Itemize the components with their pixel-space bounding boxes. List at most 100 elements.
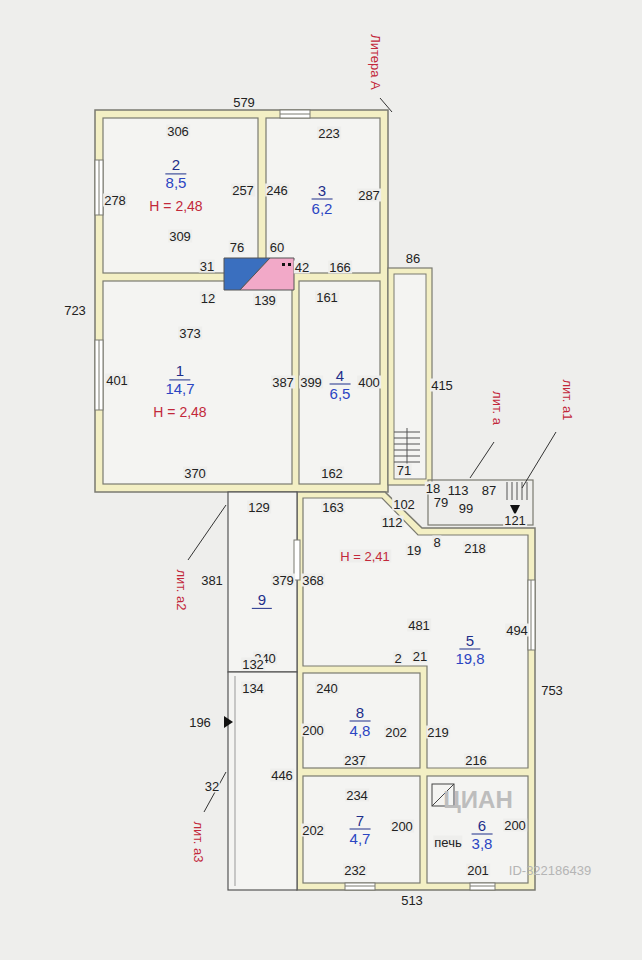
dimension-label: 202 xyxy=(301,824,325,837)
dimension-label: 240 xyxy=(315,682,339,695)
dimension-label: 8 xyxy=(432,536,441,549)
dimension-label: 415 xyxy=(430,379,454,392)
dimension-label: 86 xyxy=(405,252,421,265)
room-label: 36,2 xyxy=(312,182,333,219)
dimension-label: 399 xyxy=(299,376,323,389)
dimension-label: 18 xyxy=(425,482,441,495)
dimension-label: 132 xyxy=(241,658,265,671)
room-number: 4 xyxy=(330,367,350,385)
room-number: 6 xyxy=(472,817,492,835)
dimension-label: 287 xyxy=(357,189,381,202)
dimension-label: 21 xyxy=(412,650,428,663)
room-label: 114,7Н = 2,48 xyxy=(153,362,206,421)
dimension-label: 113 xyxy=(447,484,470,497)
dimension-label: 31 xyxy=(199,260,215,273)
dimension-label: 71 xyxy=(396,464,412,477)
dimension-label: 368 xyxy=(301,574,325,587)
room-area: 14,7 xyxy=(165,381,194,400)
litera-label: Литера А xyxy=(369,33,382,91)
dimension-label: 129 xyxy=(247,501,271,514)
ceiling-height: Н = 2,48 xyxy=(149,197,202,215)
dimension-label: 246 xyxy=(265,184,289,197)
dimension-label: 102 xyxy=(392,498,416,511)
dimension-label: 218 xyxy=(463,542,487,555)
dimension-label: 112 xyxy=(381,516,404,529)
dimension-label: 401 xyxy=(105,374,129,387)
dimension-label: 234 xyxy=(345,789,369,802)
dimension-label: 513 xyxy=(400,894,424,907)
room-number: 2 xyxy=(166,156,186,174)
room-area: 6,2 xyxy=(312,200,333,219)
dimension-label: 223 xyxy=(317,127,341,140)
dimension-label: 278 xyxy=(103,194,127,207)
room-number: 3 xyxy=(312,182,332,200)
dimension-label: 201 xyxy=(466,864,490,877)
room-number: 1 xyxy=(170,362,190,380)
room-number: 7 xyxy=(350,812,370,830)
dimension-label: 2 xyxy=(393,652,402,665)
litera-label: лит. а3 xyxy=(192,820,205,863)
dimension-label: 87 xyxy=(481,484,497,497)
dimension-label: 32 xyxy=(204,780,220,793)
dimension-label: 306 xyxy=(166,125,190,138)
height-label: Н = 2,41 xyxy=(339,550,391,563)
dimension-label: 166 xyxy=(328,261,352,274)
dimension-label: 232 xyxy=(343,864,367,877)
dimension-label: 723 xyxy=(63,304,87,317)
room-label: 46,5 xyxy=(330,367,351,404)
room-number: 5 xyxy=(460,632,480,650)
dimension-label: 196 xyxy=(188,716,212,729)
room-label: 74,7 xyxy=(350,812,371,849)
dimension-label: 19 xyxy=(406,544,422,557)
dimension-label: 161 xyxy=(315,291,339,304)
dimension-label: печь xyxy=(433,836,462,849)
dimension-label: 202 xyxy=(384,726,408,739)
dimension-label: 400 xyxy=(357,376,381,389)
dimension-label: 387 xyxy=(271,376,295,389)
dimension-label: 494 xyxy=(505,624,529,637)
dimension-label: 446 xyxy=(270,769,294,782)
dimension-label: 139 xyxy=(253,294,277,307)
dimension-label: 162 xyxy=(320,467,344,480)
dimension-label: 200 xyxy=(301,724,325,737)
room-area: 8,5 xyxy=(166,175,187,194)
dimension-label: 200 xyxy=(503,819,527,832)
dimension-label: 370 xyxy=(183,467,207,480)
dimension-label: 163 xyxy=(321,501,345,514)
dimension-label: 200 xyxy=(390,820,414,833)
dimension-label: 216 xyxy=(464,754,488,767)
room-label: 63,8 xyxy=(472,817,493,854)
litera-label: лит. а xyxy=(491,390,504,426)
dimension-label: 373 xyxy=(178,327,202,340)
dimension-label: 79 xyxy=(433,496,449,509)
watermark: ЦИАН xyxy=(442,788,513,812)
room-label: 519,8 xyxy=(455,632,484,669)
dimension-label: 99 xyxy=(458,502,474,515)
watermark: ID-322186439 xyxy=(508,864,592,877)
room-label: 9 xyxy=(252,591,272,609)
dimension-label: 379 xyxy=(271,574,295,587)
room-area: 4,8 xyxy=(350,722,371,741)
dimension-label: 381 xyxy=(200,574,224,587)
room-label: 84,8 xyxy=(350,704,371,741)
dimension-label: 12 xyxy=(200,292,216,305)
litera-label: лит. а1 xyxy=(561,378,574,421)
dimension-label: 219 xyxy=(426,726,450,739)
dimension-label: 42 xyxy=(294,261,310,274)
room-label: 28,5 Н = 2,48 xyxy=(149,156,202,215)
dimension-label: 237 xyxy=(343,754,367,767)
dimension-label: 309 xyxy=(168,230,192,243)
room-number: 9 xyxy=(252,591,272,609)
room-number: 8 xyxy=(350,704,370,722)
dimension-label: 60 xyxy=(269,241,285,254)
litera-label: лит. а2 xyxy=(175,568,188,611)
dimension-label: 134 xyxy=(241,682,265,695)
room-area: 6,5 xyxy=(330,385,351,404)
dimension-label: 76 xyxy=(229,241,245,254)
dimension-label: 579 xyxy=(232,96,256,109)
room-area: 19,8 xyxy=(455,650,484,669)
dimension-label: 753 xyxy=(540,684,564,697)
dimension-label: 121 xyxy=(503,514,527,527)
dimension-label: 481 xyxy=(407,619,431,632)
